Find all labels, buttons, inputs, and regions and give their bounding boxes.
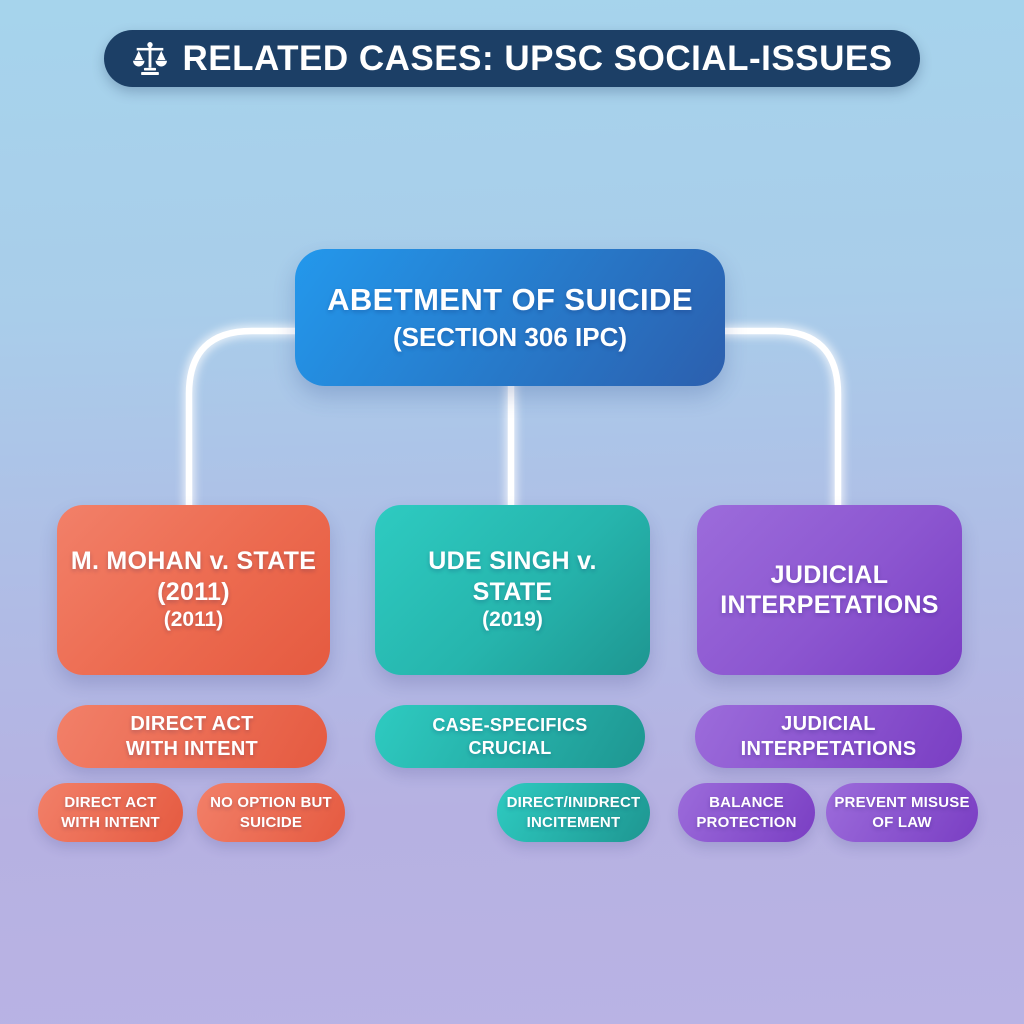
card-title-line2: STATE xyxy=(472,577,553,606)
pill-line1: DIRECT ACT xyxy=(130,712,254,735)
chip-line1: DIRECT/INIDRECT xyxy=(506,794,641,811)
card-title-line2: (2011) xyxy=(157,577,230,606)
page-title: RELATED CASES: UPSC SOCIAL-ISSUES xyxy=(182,38,893,78)
pill-line1: JUDICIAL xyxy=(781,712,876,735)
card-title-line2: INTERPETATIONS xyxy=(720,591,939,619)
chip-line2: INCITEMENT xyxy=(526,813,621,831)
card-title-line1: UDE SINGH v. xyxy=(428,547,597,576)
header-banner: RELATED CASES: UPSC SOCIAL-ISSUES xyxy=(104,30,920,87)
chip-line2: SUICIDE xyxy=(239,813,303,831)
root-title-line2: (SECTION 306 IPC) xyxy=(392,322,628,352)
pill-judicial-interpretations: JUDICIAL INTERPETATIONS xyxy=(695,705,962,768)
chip-line1: DIRECT ACT xyxy=(64,794,157,811)
pill-case-specifics-crucial: CASE-SPECIFICS CRUCIAL xyxy=(375,705,645,768)
pill-line2: INTERPETATIONS xyxy=(740,737,917,760)
pill-line2: WITH INTENT xyxy=(125,737,259,760)
chip-direct-indirect-incitement: DIRECT/INIDRECT INCITEMENT xyxy=(497,783,650,842)
branch-card-ude-singh-v-state: UDE SINGH v. STATE (2019) xyxy=(375,505,650,675)
card-title-line3: (2019) xyxy=(482,608,543,632)
chip-line1: BALANCE xyxy=(709,794,784,811)
root-title-line1: ABETMENT OF SUICIDE xyxy=(327,282,693,317)
connector-left xyxy=(185,327,304,516)
card-title-line3: (2011) xyxy=(163,608,224,632)
chip-line2: OF LAW xyxy=(872,813,932,831)
chip-line1: NO OPTION BUT xyxy=(210,794,332,811)
scales-of-justice-icon xyxy=(133,41,168,75)
chip-direct-act-with-intent: DIRECT ACT WITH INTENT xyxy=(38,783,183,842)
chip-line2: WITH INTENT xyxy=(61,813,160,831)
chip-line2: PROTECTION xyxy=(696,813,797,831)
pill-line1: CASE-SPECIFICS xyxy=(432,715,588,735)
root-node-abetment-of-suicide: ABETMENT OF SUICIDE (SECTION 306 IPC) xyxy=(295,249,725,386)
branch-card-judicial-interpretations: JUDICIAL INTERPETATIONS xyxy=(697,505,962,675)
branch-card-m-mohan-v-state: M. MOHAN v. STATE (2011) (2011) xyxy=(57,505,330,675)
chip-line1: PREVENT MISUSE xyxy=(834,794,970,811)
card-title-line1: JUDICIAL xyxy=(770,560,889,589)
pill-line2: CRUCIAL xyxy=(468,737,552,758)
connector-right xyxy=(716,327,842,516)
chip-prevent-misuse-of-law: PREVENT MISUSE OF LAW xyxy=(826,783,978,842)
chip-balance-protection: BALANCE PROTECTION xyxy=(678,783,815,842)
pill-direct-act-with-intent: DIRECT ACT WITH INTENT xyxy=(57,705,327,768)
chip-no-option-but-suicide: NO OPTION BUT SUICIDE xyxy=(197,783,345,842)
card-title-line1: M. MOHAN v. STATE xyxy=(70,547,317,576)
